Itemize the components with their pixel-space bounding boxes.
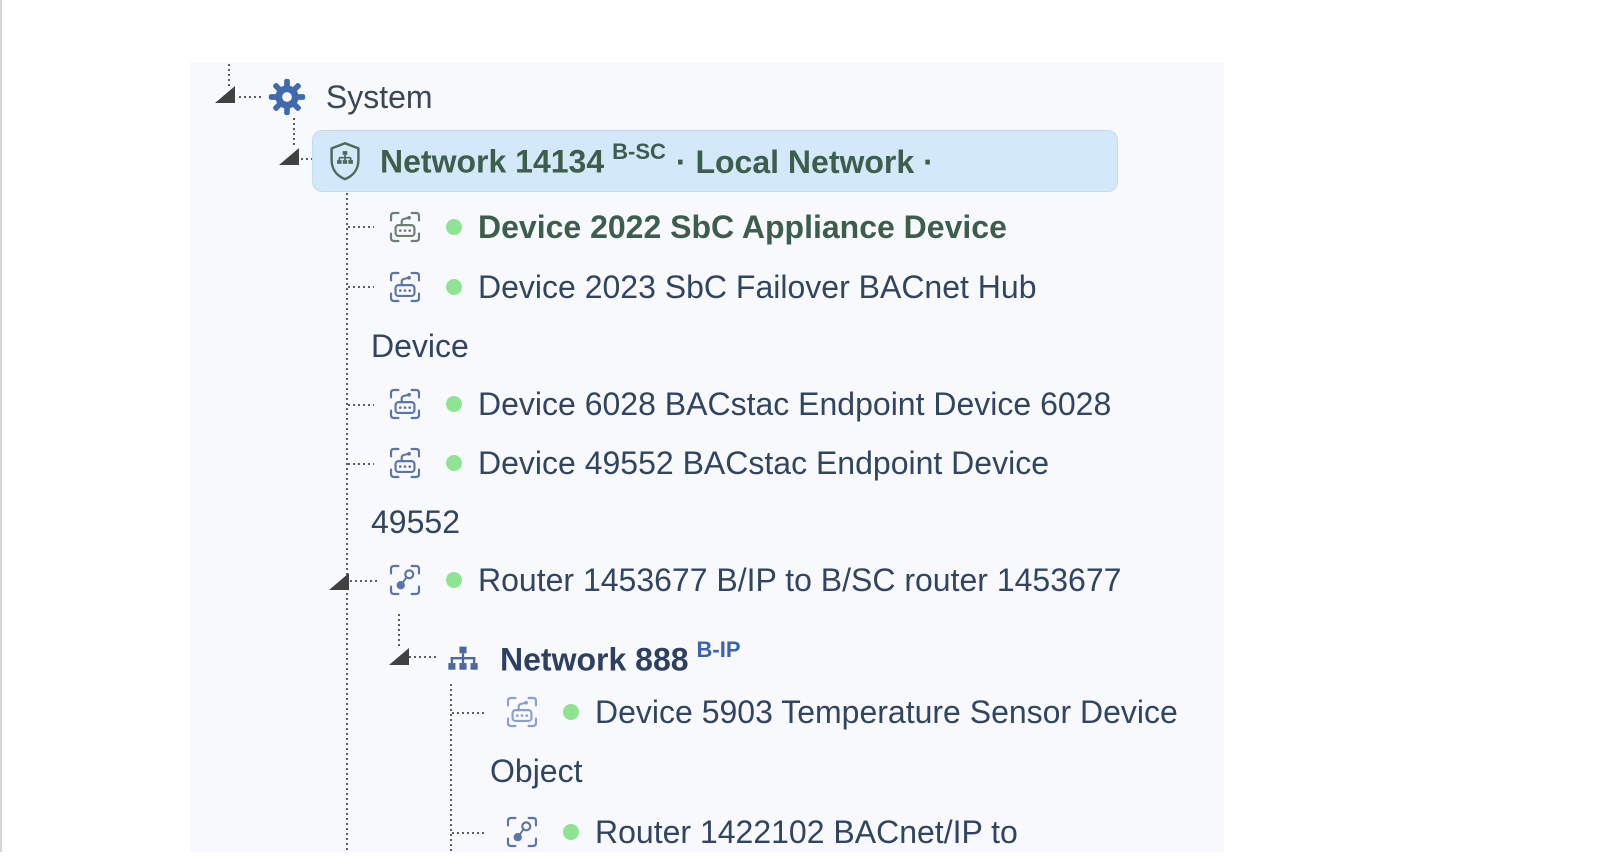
tree-node-label: Device 5903 Temperature Sensor Device Ob… xyxy=(490,694,1178,789)
router-icon xyxy=(388,563,422,597)
status-online-dot xyxy=(446,395,462,412)
network-type-badge: B-IP xyxy=(696,637,741,662)
tree-connector-line xyxy=(350,580,378,582)
status-online-dot xyxy=(446,218,462,235)
tree-connector-line xyxy=(301,158,313,160)
router-icon xyxy=(505,815,539,849)
network-type-badge: B-SC xyxy=(612,139,666,165)
expand-arrow-system[interactable] xyxy=(215,86,235,103)
tree-node-network-888[interactable]: Network 888 B-IP xyxy=(447,622,741,690)
tree-node-device-2022[interactable]: Device 2022 SbC Appliance Device xyxy=(371,198,1007,257)
tree-connector-line xyxy=(398,614,400,646)
tree-connector-line xyxy=(239,96,263,98)
expand-arrow-network-888[interactable] xyxy=(389,648,409,665)
tree-connector-line xyxy=(450,684,452,852)
tree-node-label: Device 6028 BACstac Endpoint Device 6028 xyxy=(478,386,1112,422)
tree-node-label: Network 14134 B-SC · Local Network · xyxy=(380,139,934,181)
tree-node-device-5903[interactable]: Device 5903 Temperature Sensor Device Ob… xyxy=(490,683,1190,801)
network-name: Network 14134 xyxy=(380,143,605,180)
tree-node-device-2023[interactable]: Device 2023 SbC Failover BACnet Hub Devi… xyxy=(371,258,1131,376)
tree-node-label: Device 2023 SbC Failover BACnet Hub Devi… xyxy=(371,269,1037,364)
tree-connector-line xyxy=(348,286,374,288)
tree-node-router-1453677[interactable]: Router 1453677 B/IP to B/SC router 14536… xyxy=(371,551,1121,610)
status-online-dot xyxy=(446,571,462,588)
tree-node-device-6028[interactable]: Device 6028 BACstac Endpoint Device 6028 xyxy=(371,375,1111,434)
status-online-dot xyxy=(563,823,579,840)
tree-node-label: Device 49552 BACstac Endpoint Device 495… xyxy=(371,445,1049,540)
window-left-border xyxy=(0,0,2,852)
tree-node-label: System xyxy=(325,79,433,115)
tree-node-label: Router 1422102 BACnet/IP to xyxy=(595,814,1018,850)
tree-connector-line xyxy=(348,404,374,406)
tree-node-label: Router 1453677 B/IP to B/SC router 14536… xyxy=(478,562,1122,598)
tree-connector-line xyxy=(228,64,230,86)
tree-node-system[interactable]: System xyxy=(268,68,433,127)
tree-connector-line xyxy=(348,226,374,228)
network-description: · Local Network · xyxy=(675,143,934,180)
tree-connector-line xyxy=(452,832,486,834)
status-online-dot xyxy=(563,703,579,720)
tree-node-network-14134[interactable]: Network 14134 B-SC · Local Network · xyxy=(312,130,1118,192)
device-icon xyxy=(388,270,422,304)
device-icon xyxy=(388,446,422,480)
status-online-dot xyxy=(446,454,462,471)
device-icon xyxy=(388,210,422,244)
tree-connector-line xyxy=(346,193,348,852)
tree-connector-line xyxy=(452,712,486,714)
device-icon xyxy=(505,695,539,729)
tree-connector-line xyxy=(348,463,374,465)
network-hub-icon xyxy=(447,645,479,674)
gear-icon xyxy=(268,78,306,116)
tree-node-device-49552[interactable]: Device 49552 BACstac Endpoint Device 495… xyxy=(371,434,1131,552)
device-icon xyxy=(388,387,422,421)
status-online-dot xyxy=(446,278,462,295)
expand-arrow-network-14134[interactable] xyxy=(279,148,299,165)
tree-node-label: Device 2022 SbC Appliance Device xyxy=(478,209,1007,245)
expand-arrow-router-1453677[interactable] xyxy=(329,573,349,590)
shield-network-icon xyxy=(328,141,362,181)
tree-panel xyxy=(190,62,1224,852)
tree-node-router-1422102[interactable]: Router 1422102 BACnet/IP to xyxy=(490,803,1018,862)
network-name: Network 888 xyxy=(500,641,689,678)
tree-connector-line xyxy=(409,656,439,658)
tree-connector-line xyxy=(293,118,295,146)
